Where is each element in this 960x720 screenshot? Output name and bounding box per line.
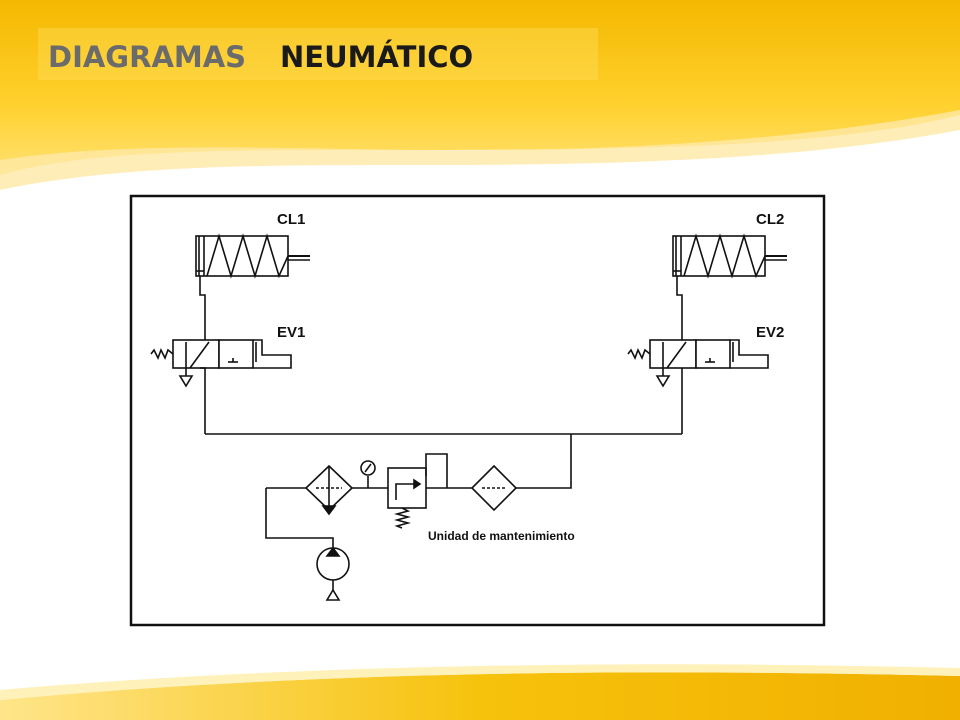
title-strip [38, 28, 598, 80]
top-banner-highlight [0, 110, 960, 190]
valve-ev2 [627, 339, 769, 434]
valve-ev1 [150, 339, 292, 434]
bottom-banner-highlight [0, 664, 960, 700]
slide-title: DIAGRAMAS [48, 40, 247, 74]
maintenance-unit [266, 453, 518, 529]
maintenance-unit-label: Unidad de mantenimiento [428, 529, 575, 543]
bottom-banner [0, 672, 960, 720]
ev1-label: EV1 [277, 324, 305, 341]
ev2-label: EV2 [756, 324, 784, 341]
cl2-label: CL2 [756, 211, 784, 228]
top-banner [0, 0, 960, 175]
cylinder-cl2 [672, 233, 787, 279]
cl1-label: CL1 [277, 211, 305, 228]
cylinder-cl1 [195, 233, 310, 279]
slide-subtitle: NEUMÁTICO [280, 40, 474, 74]
compressor [316, 546, 350, 601]
